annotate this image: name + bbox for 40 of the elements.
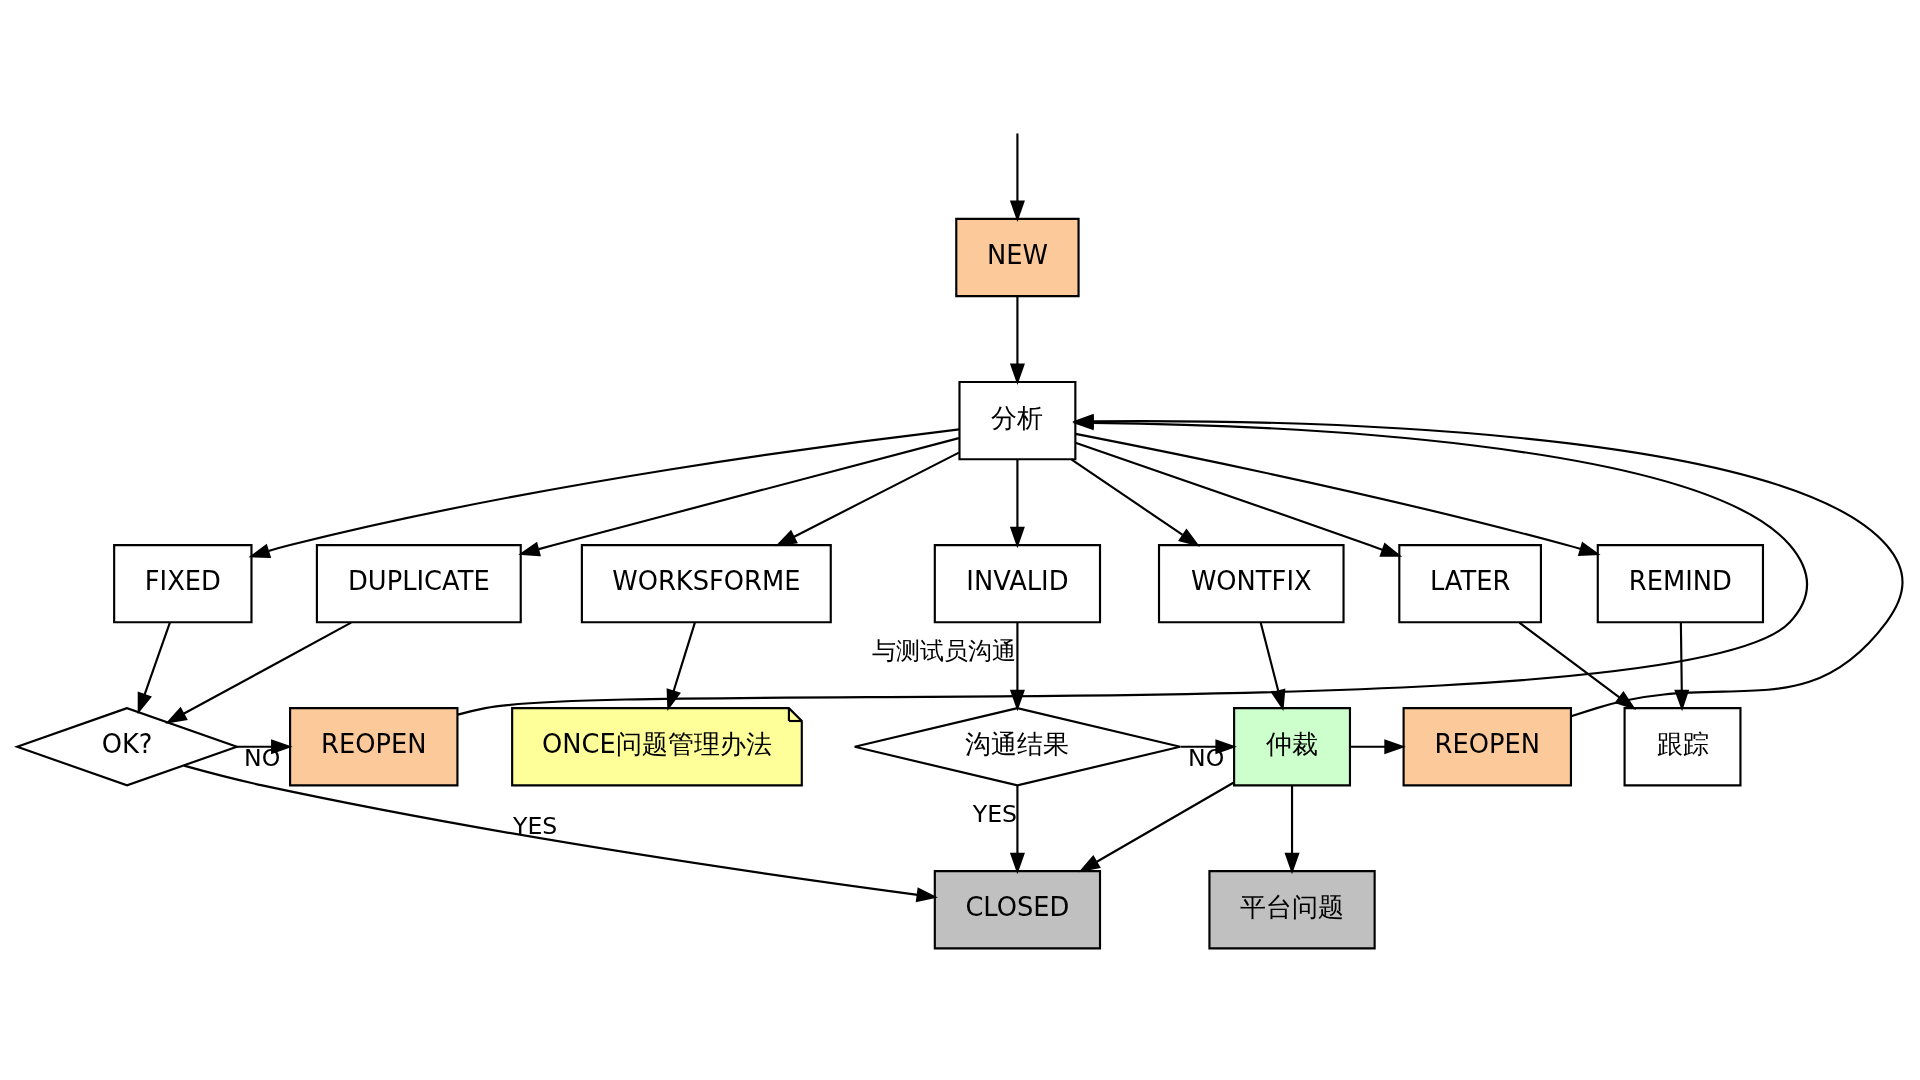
arrow — [1350, 739, 1406, 755]
node-box: NEW — [955, 217, 1080, 298]
node-box: 仲裁 — [1233, 707, 1352, 787]
arrow — [518, 437, 960, 557]
edge-label: 与测试员沟通 — [872, 636, 1017, 665]
arrow — [666, 622, 696, 712]
node-box: REMIND — [1596, 544, 1765, 624]
arrow — [1009, 459, 1025, 549]
node-diamond: 沟通结果 — [853, 707, 1182, 787]
edge-label: YES — [972, 800, 1018, 828]
arrow — [1009, 133, 1025, 222]
arrow — [137, 622, 171, 715]
node-box: WONTFIX — [1157, 544, 1345, 624]
arrow — [1075, 441, 1403, 557]
arrow — [1284, 785, 1300, 875]
arrow — [236, 739, 293, 755]
arrow — [1180, 739, 1237, 755]
node-box: FIXED — [113, 544, 253, 624]
node-box: 平台问题 — [1208, 870, 1376, 950]
edge-label: NO — [1188, 743, 1225, 772]
node-box: DUPLICATE — [315, 544, 522, 624]
arrow — [165, 621, 352, 724]
node-box: 跟踪 — [1623, 707, 1742, 787]
arrow — [183, 764, 938, 903]
node-box: WORKSFORME — [580, 544, 832, 624]
arrow — [1078, 781, 1235, 873]
node-box: REOPEN — [1402, 707, 1573, 787]
node-box: INVALID — [933, 544, 1102, 624]
arrow — [248, 428, 960, 559]
arrow — [775, 451, 960, 547]
arrow — [1009, 785, 1025, 875]
node-box: 分析 — [958, 380, 1077, 461]
arrow — [1009, 296, 1025, 386]
arrow — [1075, 432, 1601, 556]
edge-label: NO — [244, 743, 281, 772]
node-box: LATER — [1398, 544, 1542, 624]
arrow — [1071, 458, 1201, 547]
node-box: CLOSED — [933, 870, 1102, 950]
edge-label: YES — [513, 812, 558, 841]
node-box: REOPEN — [289, 707, 459, 787]
